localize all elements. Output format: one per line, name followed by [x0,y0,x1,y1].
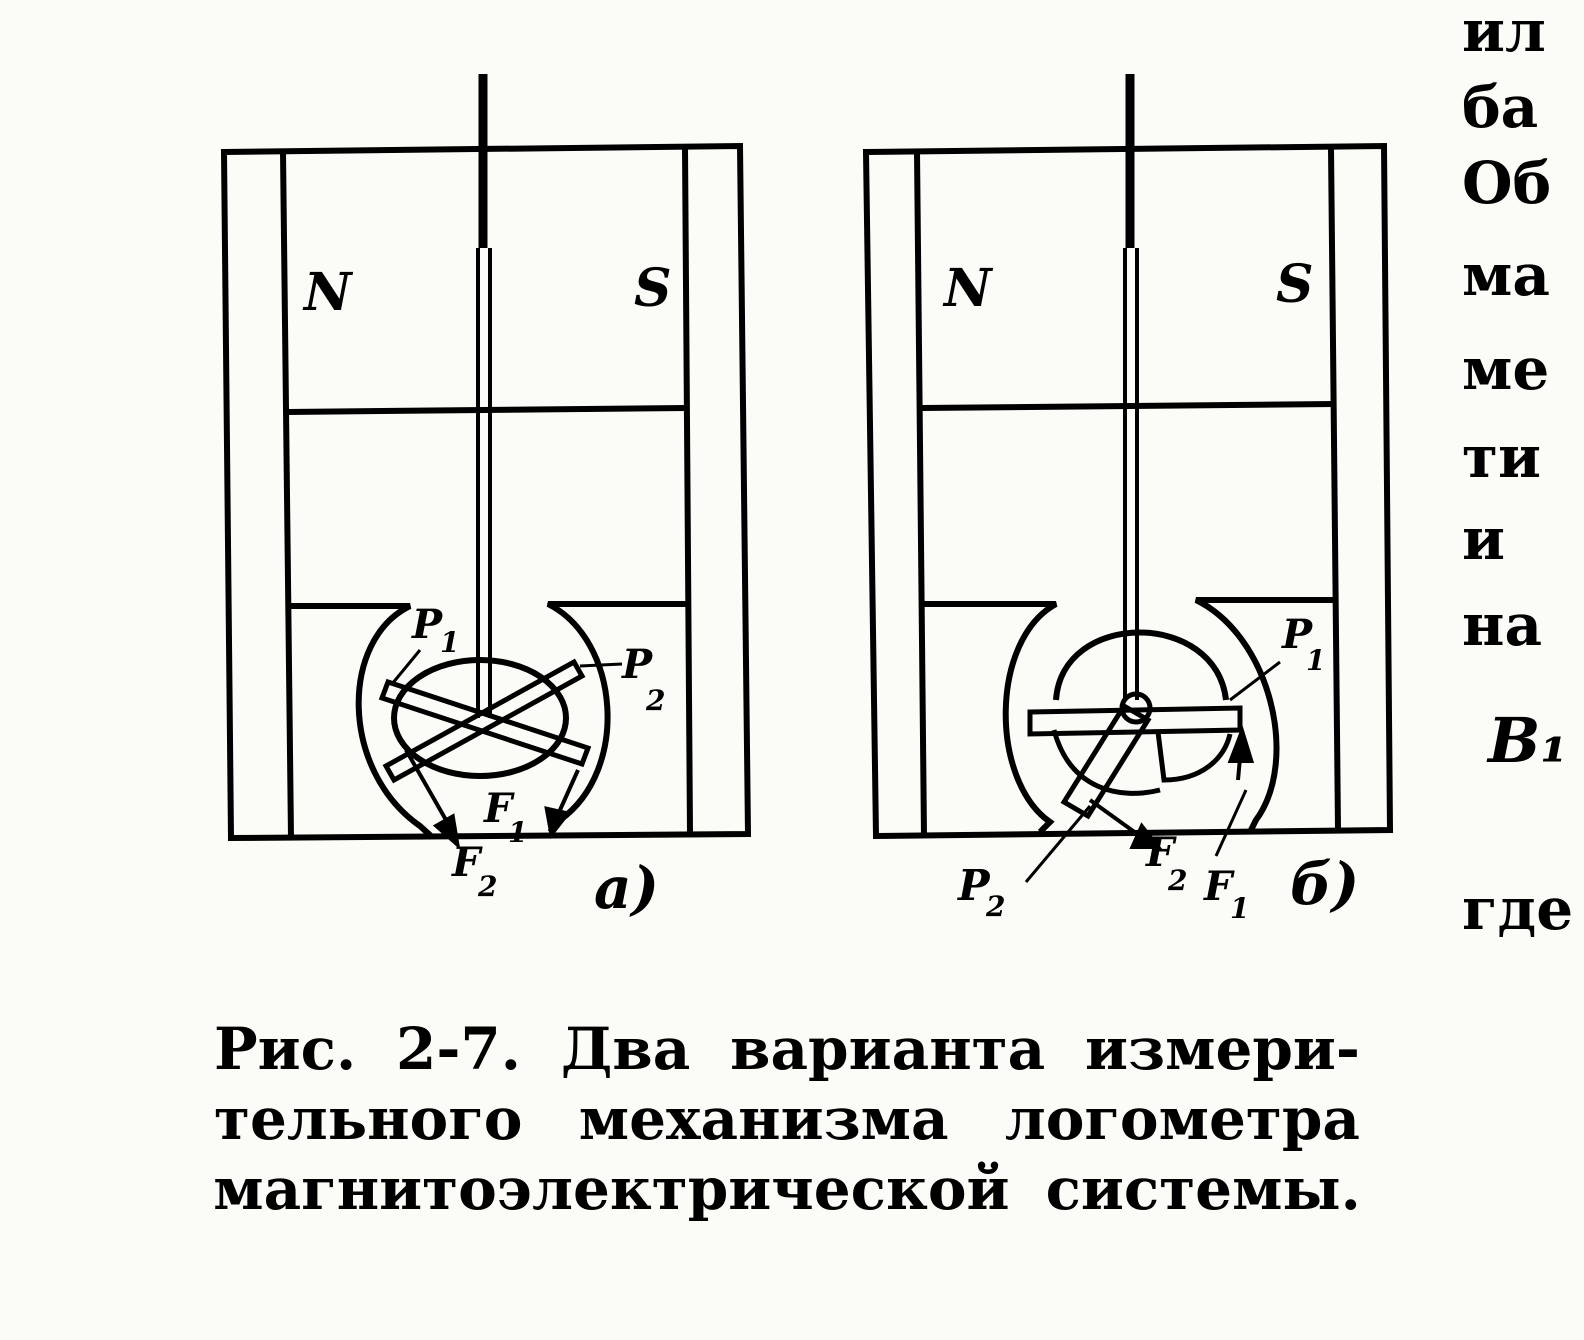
side-text-line-4: ма [1462,241,1550,309]
side-text-line-8: на [1462,591,1543,659]
b-label-p1: P [1281,611,1314,658]
b-core-lower [1051,729,1161,796]
b-variant-tag: б) [1290,850,1359,918]
side-text-line-5: ме [1462,335,1550,403]
a-coil-p1 [378,678,592,768]
a-leader-p2 [579,662,623,668]
caption-line-3: магнитоэлектрической системы. [213,1154,1361,1224]
b-left-pole-shoe [922,601,1058,835]
b-label-f1: F [1203,863,1235,910]
a-variant-tag: a) [594,854,659,922]
b-core [1053,629,1229,701]
b-label-p1-sub: 1 [1306,644,1325,677]
b-label-f2-sub: 2 [1167,864,1187,897]
b-label-f2: F [1145,829,1177,876]
b-right-pole-shoe [1194,597,1334,834]
caption-word: логометра [1004,1085,1360,1153]
caption-word: магнитоэлектрической [213,1155,1010,1223]
b-leader-p1 [1229,660,1281,702]
b-pointer-shaft [1123,248,1139,700]
b-arrow-f1-head [1227,724,1255,763]
side-text-line-2: ба [1462,73,1539,141]
a-arrow-f1-head [544,806,572,840]
caption-line-1: Рис. 2-7. Два варианта измери- [214,1014,1360,1084]
side-text-line-1: ил [1462,0,1546,65]
b-leader-p2 [1024,805,1092,883]
a-label-f1: F [483,785,515,832]
a-middle-bar [286,405,687,415]
a-yoke-outer [220,142,752,842]
b-coil-p1 [1027,705,1243,737]
side-text-line-10: где [1462,875,1574,943]
a-arrow-f2 [404,749,448,821]
side-text-line-3: Об [1462,149,1552,217]
b-pivot [1119,691,1153,725]
b-middle-bar [921,401,1335,411]
b-yoke-outer [862,142,1394,840]
b-core-segment [1155,731,1233,783]
a-pole-n-label: N [302,262,354,323]
a-label-p1: P [411,601,444,648]
a-coil-p2 [382,658,586,784]
a-left-pole-shoe [289,603,434,839]
a-label-f2: F [451,839,483,886]
a-right-inner [682,147,693,835]
caption-word: Рис. [214,1015,357,1083]
b-label-p2-sub: 2 [985,890,1005,923]
b-leader-f1 [1214,789,1248,857]
b-arrow-f2-head [1129,822,1163,849]
side-text-line-6: ти [1462,423,1541,491]
figure-caption: Рис. 2-7. Два варианта измери- тельного … [213,1014,1361,1224]
side-text-line-9: B₁ [1488,704,1568,777]
b-coil-p2 [1060,702,1152,820]
variant-b-diagram [862,74,1394,883]
a-pointer-shaft [476,248,492,718]
a-label-p2-sub: 2 [645,684,665,717]
b-right-inner [1328,147,1341,831]
a-label-p2: P [621,641,654,688]
b-pole-s-label: S [1276,254,1314,315]
a-label-f2-sub: 2 [477,870,497,903]
b-label-p2: P [957,861,991,910]
b-arrow-f2 [1088,798,1142,838]
a-pole-s-label: S [634,258,672,319]
caption-word: тельного [214,1085,523,1153]
a-leader-p1 [390,649,422,685]
a-arrow-f2-head [432,813,461,850]
b-label-f1-sub: 1 [1230,892,1249,925]
caption-word: Два [560,1015,691,1083]
a-label-p1-sub: 1 [440,626,459,659]
caption-line-2: тельного механизма логометра [214,1084,1360,1154]
a-label-f1-sub: 1 [508,816,527,849]
b-pole-n-label: N [942,258,994,319]
caption-word: системы. [1045,1155,1361,1223]
a-left-inner [280,151,294,839]
caption-word: измери- [1085,1015,1360,1083]
a-arrow-f1 [558,769,580,811]
variant-a-diagram [220,74,752,850]
caption-word: механизма [578,1085,949,1153]
caption-word: варианта [730,1015,1046,1083]
a-right-pole-shoe [546,601,688,834]
caption-word: 2-7. [396,1015,521,1083]
side-text-line-7: и [1462,505,1506,573]
b-left-inner [914,151,927,837]
